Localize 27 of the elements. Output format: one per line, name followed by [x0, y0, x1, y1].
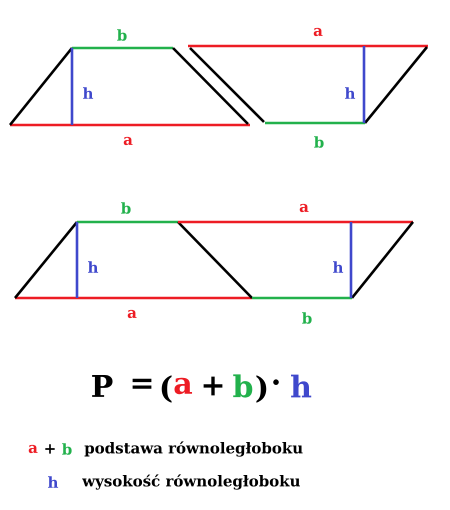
formula-symbol: · [273, 379, 279, 385]
legend-symbol: + [45, 444, 55, 454]
side-label: a [300, 204, 309, 212]
legend-text: podstawa równoległoboku [84, 441, 303, 457]
formula-symbol: ( [162, 375, 172, 403]
formula-symbol: ) [256, 375, 266, 403]
legend-symbol: b [62, 443, 72, 455]
legend-text: wysokość równoległoboku [82, 474, 300, 490]
side-label: a [124, 136, 133, 146]
height-label: h [83, 87, 94, 99]
height-label: h [88, 261, 98, 273]
side-label: b [121, 202, 131, 214]
formula-symbol: = [132, 378, 152, 389]
legend-symbol: a [28, 444, 38, 454]
formula-symbol: P [92, 375, 113, 397]
side-label: a [314, 28, 323, 36]
side-label: b [314, 136, 324, 148]
height-label: h [345, 87, 356, 99]
formula-symbol: b [233, 374, 252, 398]
side-label: b [117, 29, 127, 41]
formula-symbol: h [291, 374, 312, 398]
legend-symbol: h [48, 476, 58, 488]
side-label: b [302, 312, 312, 324]
height-label: h [333, 261, 344, 273]
formula-symbol: + [204, 376, 222, 396]
formula-symbol: a [174, 378, 192, 394]
side-label: a [128, 310, 137, 318]
